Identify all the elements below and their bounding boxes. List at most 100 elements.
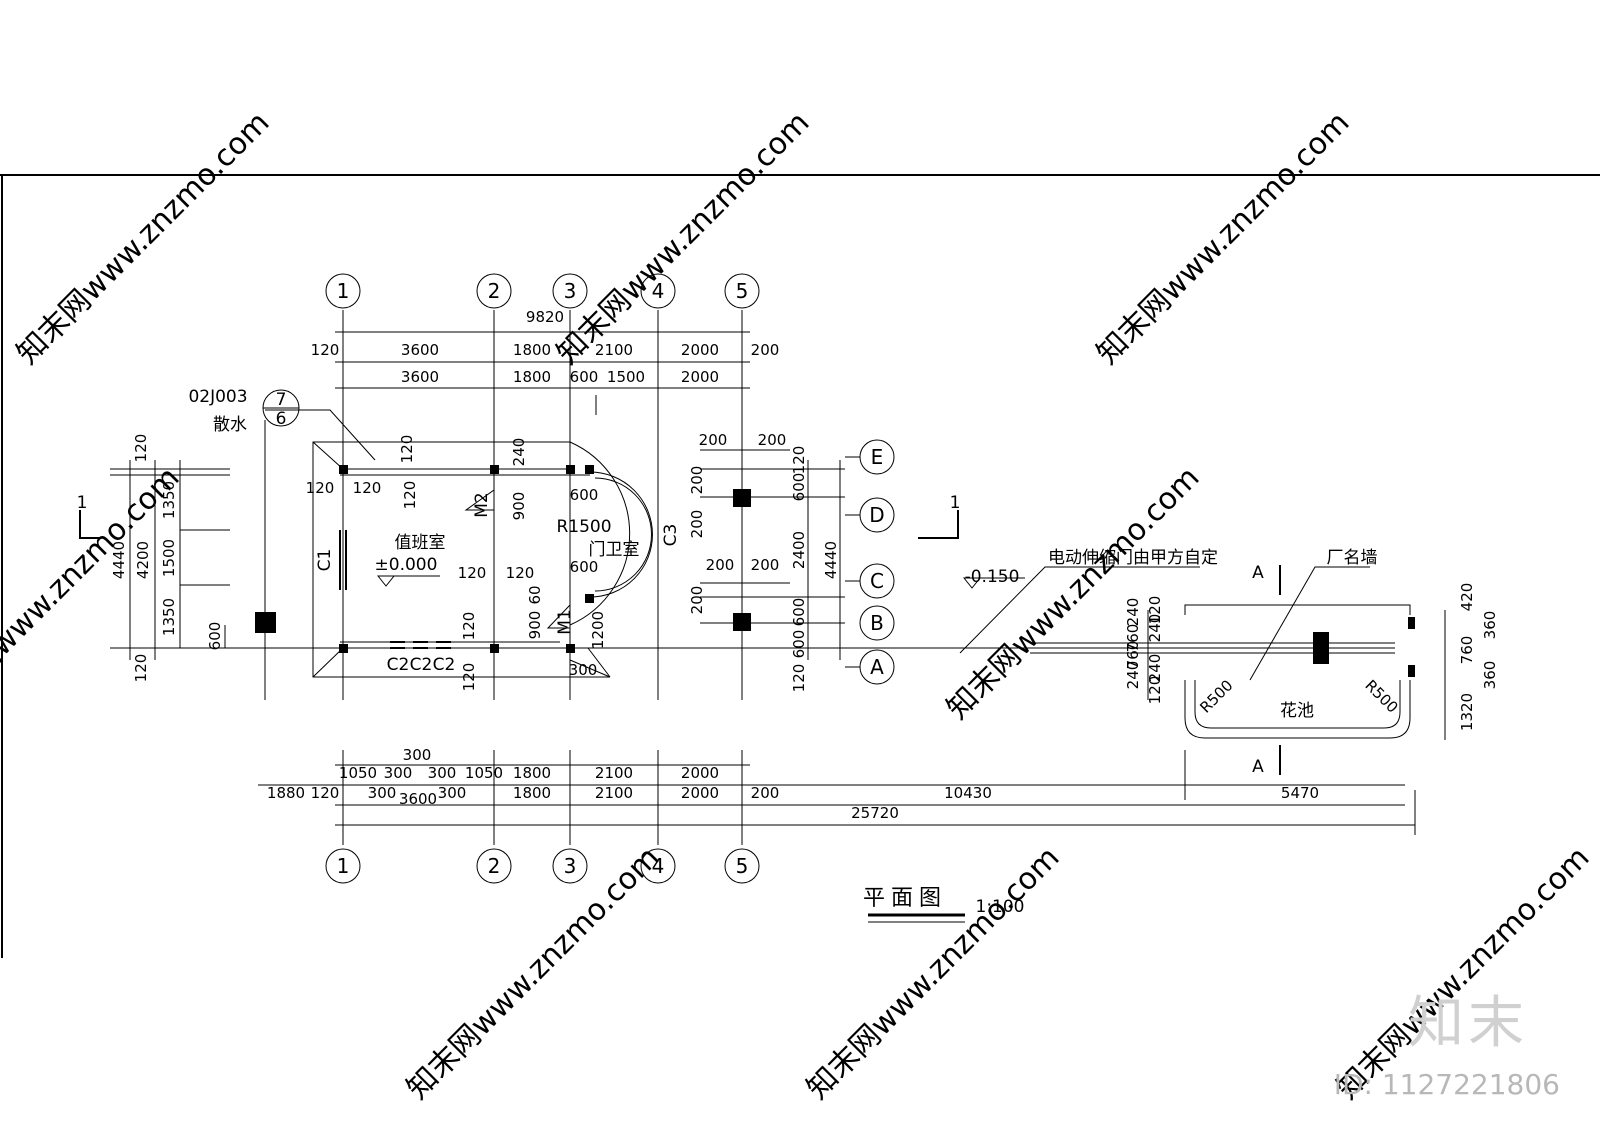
dim-wall-240d: 240 — [1146, 654, 1164, 683]
dim-right-v200b: 200 — [688, 510, 706, 539]
dim-wall-r360a: 360 — [1481, 611, 1499, 640]
watermark-8: 知末网www.znzmo.com — [1330, 840, 1596, 1106]
dim-left-part1: 1350 — [160, 481, 178, 519]
dim-top-r1-5: 200 — [751, 341, 780, 359]
section-a-bottom: A — [1252, 757, 1264, 777]
radius-right: R500 — [1361, 676, 1401, 716]
dim-right-total: 4440 — [822, 541, 840, 579]
axis-right-D: D — [869, 503, 884, 527]
dim-wall-120b: 120 — [1146, 676, 1164, 705]
guard-room-label: 门卫室 — [589, 540, 640, 560]
dim-int-120h: 120 — [460, 663, 478, 692]
dim-right-c200a: 200 — [699, 431, 728, 449]
dim-bot-r2-6: 2100 — [595, 784, 633, 802]
dim-bot-r1-5: 2100 — [595, 764, 633, 782]
dim-bot-r2-5: 1800 — [513, 784, 551, 802]
dim-bot-r2-1: 120 — [311, 784, 340, 802]
dim-top-r2-0: 3600 — [401, 368, 439, 386]
dim-top-r1-3: 2100 — [595, 341, 633, 359]
dim-wall-240a: 240 — [1124, 598, 1142, 627]
dim-top-r2-3: 1500 — [607, 368, 645, 386]
flower-bed-label: 花池 — [1280, 701, 1314, 721]
duty-room-label: 值班室 — [395, 533, 446, 553]
dim-wall-240b: 240 — [1146, 614, 1164, 643]
dim-bot-r1-1: 300 — [384, 764, 413, 782]
watermark-4: 知末网www.znzmo.com — [940, 460, 1206, 726]
dim-left-bottom120: 120 — [132, 654, 150, 683]
dim-top-r2-2: 600 — [570, 368, 599, 386]
watermark-3: 知末网www.znzmo.com — [1090, 105, 1356, 371]
dim-right-v200c: 200 — [688, 586, 706, 615]
axis-bottom-4: 4 — [652, 854, 665, 878]
apron-label: 散水 — [213, 415, 247, 435]
dim-top-r1-0: 120 — [311, 341, 340, 359]
axis-top-4: 4 — [652, 279, 665, 303]
level-minus: -0.150 — [965, 567, 1020, 587]
dim-right-v600a: 600 — [790, 473, 808, 502]
section-a-top: A — [1252, 563, 1264, 583]
dim-top-r2-1: 1800 — [513, 368, 551, 386]
watermark-6: 知末网www.znzmo.com — [400, 840, 666, 1106]
axis-bottom-3: 3 — [564, 854, 577, 878]
dim-int-120b: 120 — [353, 479, 382, 497]
dim-wall-r420: 420 — [1458, 583, 1476, 612]
axis-top-5: 5 — [736, 279, 749, 303]
dim-bot-r2-9: 10430 — [944, 784, 992, 802]
watermark-1: 知末网www.znzmo.com — [10, 105, 276, 371]
dim-right-v120: 120 — [790, 446, 808, 475]
dim-bot-r1-4: 1800 — [513, 764, 551, 782]
section-mark-left: 1 — [77, 493, 88, 513]
brand-logo-text: 知末 — [1408, 991, 1528, 1056]
dim-right-c200c: 200 — [706, 556, 735, 574]
dim-top-r1-2: 1800 — [513, 341, 551, 359]
dim-wall-r760: 760 — [1458, 636, 1476, 665]
axis-right-B: B — [870, 611, 884, 635]
dim-bot-r2-0: 1880 — [267, 784, 305, 802]
axis-top-1: 1 — [337, 279, 350, 303]
dim-bot-top300: 300 — [403, 746, 432, 764]
dim-bot-r2-7: 2000 — [681, 784, 719, 802]
dim-left-part2: 1500 — [160, 539, 178, 577]
detail-ref: 02J003 — [188, 387, 247, 407]
axis-right-A: A — [870, 655, 884, 679]
dim-bot-r2-10: 5470 — [1281, 784, 1319, 802]
dim-top-total: 9820 — [526, 308, 564, 326]
dim-int-1200: 1200 — [589, 611, 607, 649]
door-m1: M1 — [555, 609, 575, 634]
gate-note: 电动伸缩门由甲方自定 — [1048, 548, 1218, 568]
dim-wall-r360b: 360 — [1481, 661, 1499, 690]
dim-right-v2400: 2400 — [790, 531, 808, 569]
section-mark-right: 1 — [950, 493, 961, 513]
dim-bot-r1-0: 1050 — [339, 764, 377, 782]
dim-left-inner: 4200 — [134, 541, 152, 579]
watermark-2: 知末网www.znzmo.com — [550, 105, 816, 371]
dim-bot-r2-8: 200 — [751, 784, 780, 802]
drawing-title: 平面图 — [863, 886, 947, 911]
dim-top-r1-4: 2000 — [681, 341, 719, 359]
radius-left: R500 — [1196, 676, 1236, 716]
axis-bottom-1: 1 — [337, 854, 350, 878]
axis-bottom-5: 5 — [736, 854, 749, 878]
dim-top-r1-1: 3600 — [401, 341, 439, 359]
axis-top-3: 3 — [564, 279, 577, 303]
columns — [255, 465, 1415, 677]
drawing-scale: 1:100 — [976, 897, 1025, 917]
level-zero: ±0.000 — [375, 555, 438, 575]
window-c2-2: C2 — [410, 655, 433, 675]
watermark-7: 知末网www.znzmo.com — [800, 840, 1066, 1106]
dim-int-120a: 120 — [306, 479, 335, 497]
dim-int-120g: 120 — [460, 612, 478, 641]
detail-num-top: 7 — [276, 390, 287, 410]
window-c2-3: C2 — [433, 655, 456, 675]
dim-int-120e: 120 — [401, 481, 419, 510]
window-c1: C1 — [315, 549, 335, 572]
axis-right-E: E — [871, 445, 884, 469]
dim-bot-r2-4: 300 — [438, 784, 467, 802]
dim-bot-total: 25720 — [851, 804, 899, 822]
dim-left-600: 600 — [206, 622, 224, 651]
dim-wall-760b: 760 — [1124, 641, 1142, 670]
dim-left-part3: 1350 — [160, 598, 178, 636]
dim-wall-240c: 240 — [1124, 661, 1142, 690]
dim-wall-760a: 760 — [1124, 624, 1142, 653]
window-c3: C3 — [661, 524, 681, 547]
